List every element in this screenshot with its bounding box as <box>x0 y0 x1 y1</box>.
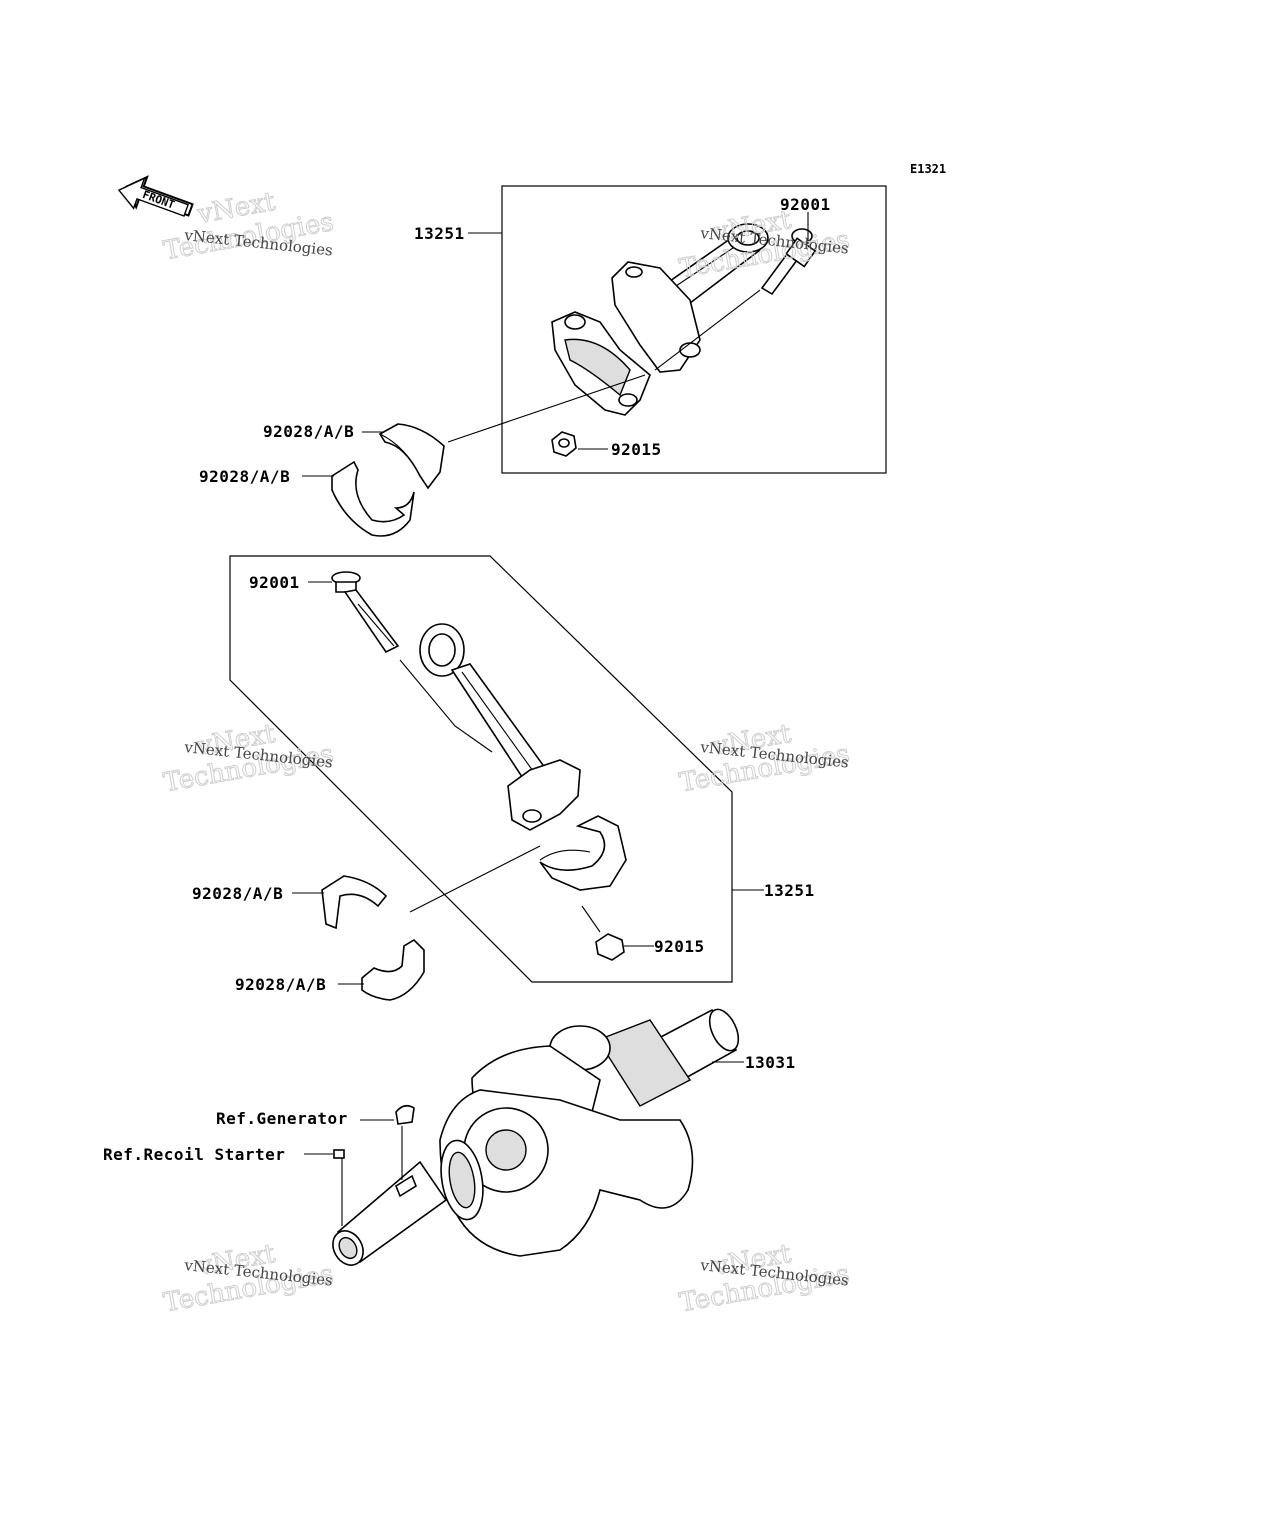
label-13251-middle: 13251 <box>764 881 815 900</box>
front-arrow-icon: FRONT <box>117 175 194 217</box>
label-92028-top-1: 92028/A/B <box>263 422 354 441</box>
woodruff-key-generator <box>395 1104 415 1125</box>
connecting-rod-middle <box>419 623 627 891</box>
label-92015-top: 92015 <box>611 440 662 459</box>
connecting-rod-top <box>551 223 817 416</box>
nut-middle-part <box>595 933 625 961</box>
label-92028-middle-1: 92028/A/B <box>192 884 283 903</box>
label-13251-top: 13251 <box>414 224 465 243</box>
key-recoil-starter <box>333 1149 345 1159</box>
label-92001-middle: 92001 <box>249 573 300 592</box>
crankshaft-part <box>332 1008 740 1266</box>
nut-top-part <box>551 431 577 457</box>
diagram-code: E1321 <box>910 162 946 176</box>
bearing-shell-middle-1 <box>321 875 388 930</box>
bearing-shell-top-2 <box>331 460 415 537</box>
label-ref-recoil-starter: Ref.Recoil Starter <box>103 1145 285 1164</box>
bearing-shell-middle-2 <box>361 938 425 1001</box>
label-92001-top: 92001 <box>780 195 831 214</box>
label-92028-top-2: 92028/A/B <box>199 467 290 486</box>
label-92028-middle-2: 92028/A/B <box>235 975 326 994</box>
label-ref-generator: Ref.Generator <box>216 1109 348 1128</box>
bolt-top-part <box>760 228 817 296</box>
label-13031: 13031 <box>745 1053 796 1072</box>
label-92015-middle: 92015 <box>654 937 705 956</box>
conrod-assembly-box-top <box>501 185 887 474</box>
conrod-assembly-box-middle <box>229 555 733 983</box>
bearing-shell-top-1 <box>378 423 445 490</box>
bolt-middle-part <box>331 571 400 654</box>
